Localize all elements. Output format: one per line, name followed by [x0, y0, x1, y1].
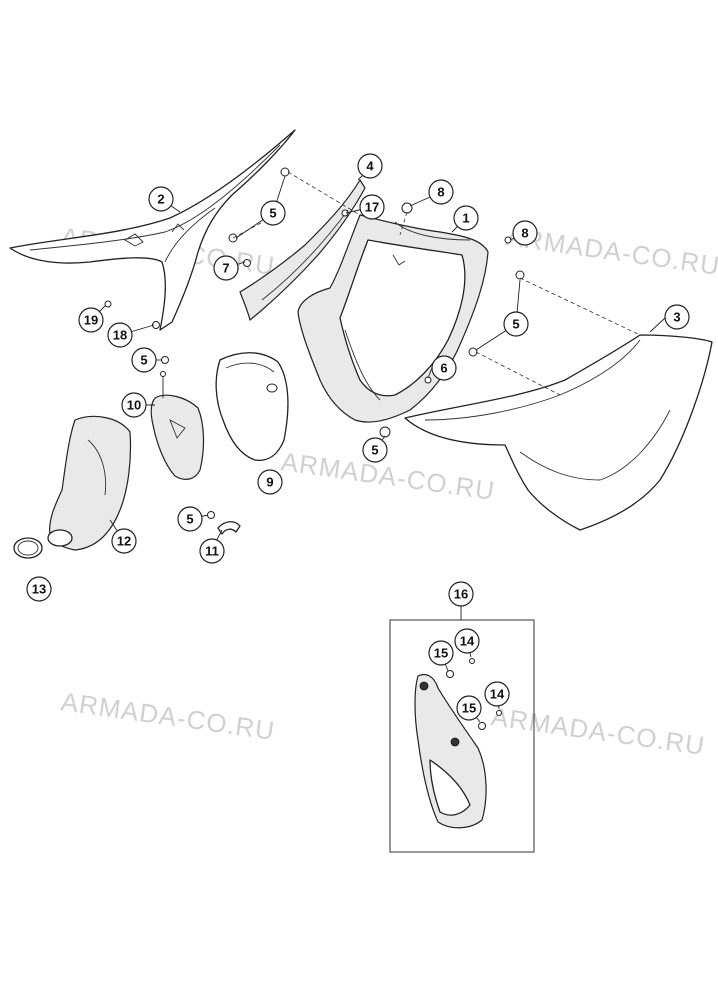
part-11-clip	[217, 521, 241, 535]
svg-text:19: 19	[84, 313, 98, 328]
svg-text:14: 14	[490, 687, 505, 702]
callout-14-a: 14	[454, 628, 480, 654]
svg-text:4: 4	[366, 159, 374, 174]
callout-4: 4	[357, 153, 383, 179]
callout-5-a: 5	[260, 200, 286, 226]
callouts: 1 2 3 4 5 5 5 5 5 6 7 8 8 9 10 11 12 13 …	[26, 153, 690, 721]
svg-text:17: 17	[365, 200, 379, 215]
svg-text:5: 5	[371, 443, 378, 458]
part-12-intake-duct	[47, 415, 132, 551]
svg-text:5: 5	[140, 353, 147, 368]
svg-text:15: 15	[434, 646, 448, 661]
watermark-bottom-right: ARMADA-CO.RU	[489, 701, 707, 761]
callout-8-a: 8	[428, 179, 454, 205]
svg-text:12: 12	[117, 534, 131, 549]
svg-text:9: 9	[266, 475, 273, 490]
svg-text:7: 7	[222, 261, 229, 276]
svg-text:13: 13	[32, 582, 46, 597]
callout-2: 2	[148, 186, 174, 212]
callout-1: 1	[453, 205, 479, 231]
callout-7: 7	[213, 255, 239, 281]
callout-15-b: 15	[456, 695, 482, 721]
callout-15-a: 15	[428, 640, 454, 666]
callout-18: 18	[107, 322, 133, 348]
callout-5-c: 5	[131, 347, 157, 373]
callout-9: 9	[257, 469, 283, 495]
callout-11: 11	[199, 538, 225, 564]
callout-3: 3	[664, 304, 690, 330]
callout-14-b: 14	[484, 681, 510, 707]
watermark-bottom-left: ARMADA-CO.RU	[59, 686, 277, 746]
callout-12: 12	[111, 528, 137, 554]
part-1-airbox-frame	[297, 214, 489, 423]
callout-6: 6	[431, 355, 457, 381]
svg-text:14: 14	[460, 634, 475, 649]
callout-10: 10	[121, 392, 147, 418]
svg-text:5: 5	[512, 317, 519, 332]
svg-text:5: 5	[269, 206, 276, 221]
callout-19: 19	[78, 307, 104, 333]
svg-text:8: 8	[437, 185, 444, 200]
part-4-inner-bracket	[239, 179, 366, 321]
part-9-filter-cover	[215, 352, 289, 461]
part-10-filter-element	[150, 371, 205, 480]
svg-text:2: 2	[157, 192, 164, 207]
svg-text:1: 1	[462, 211, 469, 226]
callout-5-e: 5	[177, 506, 203, 532]
hardware-fasteners	[104, 167, 525, 519]
svg-text:11: 11	[205, 544, 219, 559]
svg-text:18: 18	[113, 328, 127, 343]
svg-text:3: 3	[673, 310, 680, 325]
svg-text:5: 5	[186, 512, 193, 527]
callout-5-b: 5	[503, 311, 529, 337]
svg-text:8: 8	[521, 226, 528, 241]
watermark-middle: ARMADA-CO.RU	[279, 446, 497, 506]
callout-5-d: 5	[362, 437, 388, 463]
svg-text:10: 10	[127, 398, 141, 413]
svg-text:15: 15	[462, 701, 476, 716]
svg-text:16: 16	[454, 587, 468, 602]
callout-17: 17	[359, 194, 385, 220]
part-16-kit-box	[389, 606, 535, 853]
callout-13: 13	[26, 576, 52, 602]
callout-16: 16	[448, 581, 474, 607]
callout-8-b: 8	[512, 220, 538, 246]
part-2-left-side-panel	[9, 129, 296, 331]
svg-text:6: 6	[440, 361, 447, 376]
part-3-right-side-panel	[404, 334, 713, 531]
part-13-hose-clamp	[13, 537, 43, 559]
